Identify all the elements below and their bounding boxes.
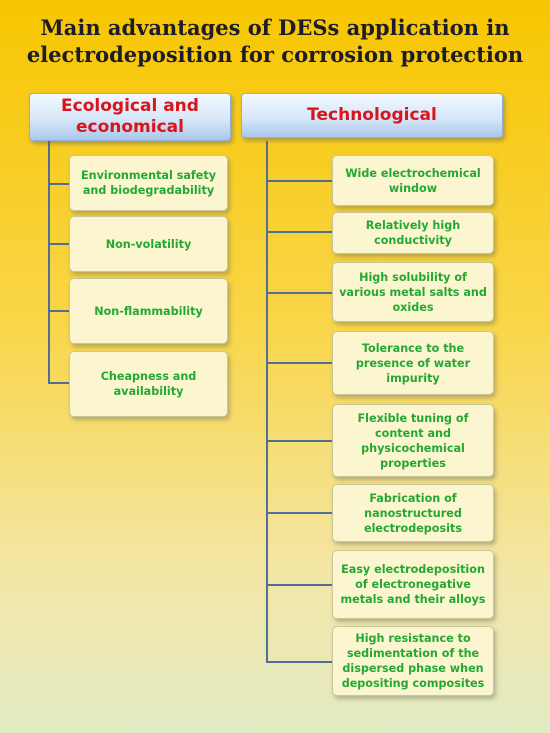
right-branch-7	[266, 584, 332, 586]
left-item-label: Cheapness and availability	[100, 370, 197, 398]
right-item-label: High solubility of various metal salts a…	[339, 270, 487, 314]
diagram-title: Main advantages of DESs application in e…	[0, 14, 550, 68]
right-branch-5	[266, 440, 332, 442]
right-branch-4	[266, 362, 332, 364]
category-technological: Technological	[241, 93, 503, 138]
right-item-label: Flexible tuning of content and physicoch…	[357, 411, 469, 470]
right-item-sedimentation-resistance: High resistance to sedimentation of the …	[332, 626, 494, 696]
left-branch-4	[48, 382, 69, 384]
right-branch-6	[266, 512, 332, 514]
title-line-2: electrodeposition for corrosion protecti…	[26, 42, 524, 67]
left-trunk-line	[48, 141, 50, 384]
left-branch-1	[48, 183, 69, 185]
right-branch-8	[266, 661, 332, 663]
left-item-non-volatility: Non-volatility	[69, 216, 228, 272]
category-technological-label: Technological	[307, 105, 437, 125]
right-item-label: Tolerance to the presence of water impur…	[355, 341, 471, 385]
right-item-water-tolerance: Tolerance to the presence of water impur…	[332, 331, 494, 395]
left-branch-2	[48, 243, 69, 245]
right-branch-1	[266, 180, 332, 182]
right-item-nanostructured: Fabrication of nanostructured electrodep…	[332, 484, 494, 542]
right-item-label: Fabrication of nanostructured electrodep…	[364, 491, 462, 535]
left-item-environmental-safety: Environmental safety and biodegradabilit…	[69, 155, 228, 211]
left-branch-3	[48, 310, 69, 312]
left-item-label: Environmental safety and biodegradabilit…	[80, 169, 217, 197]
right-item-label: Relatively high conductivity	[365, 219, 461, 247]
category-ecological-line-1: Ecological and	[61, 96, 199, 116]
category-ecological-line-2: economical	[75, 117, 184, 137]
right-item-label: High resistance to sedimentation of the …	[341, 632, 485, 690]
right-item-label: Easy electrodeposition of electronegativ…	[340, 563, 486, 606]
left-item-label: Non-volatility	[105, 237, 192, 251]
right-item-electronegative-metals: Easy electrodeposition of electronegativ…	[332, 550, 494, 619]
title-line-1: Main advantages of DESs application in	[40, 15, 510, 40]
category-ecological-economical: Ecological and economical	[29, 93, 231, 141]
left-item-cheapness: Cheapness and availability	[69, 351, 228, 417]
right-branch-3	[266, 292, 332, 294]
left-item-non-flammability: Non-flammability	[69, 278, 228, 344]
right-item-solubility: High solubility of various metal salts a…	[332, 262, 494, 322]
right-item-conductivity: Relatively high conductivity	[332, 212, 494, 254]
left-item-label: Non-flammability	[94, 304, 203, 318]
right-item-electrochemical-window: Wide electrochemical window	[332, 155, 494, 206]
right-trunk-line	[266, 141, 268, 663]
right-item-flexible-tuning: Flexible tuning of content and physicoch…	[332, 404, 494, 477]
right-item-label: Wide electrochemical window	[345, 166, 481, 195]
right-branch-2	[266, 231, 332, 233]
